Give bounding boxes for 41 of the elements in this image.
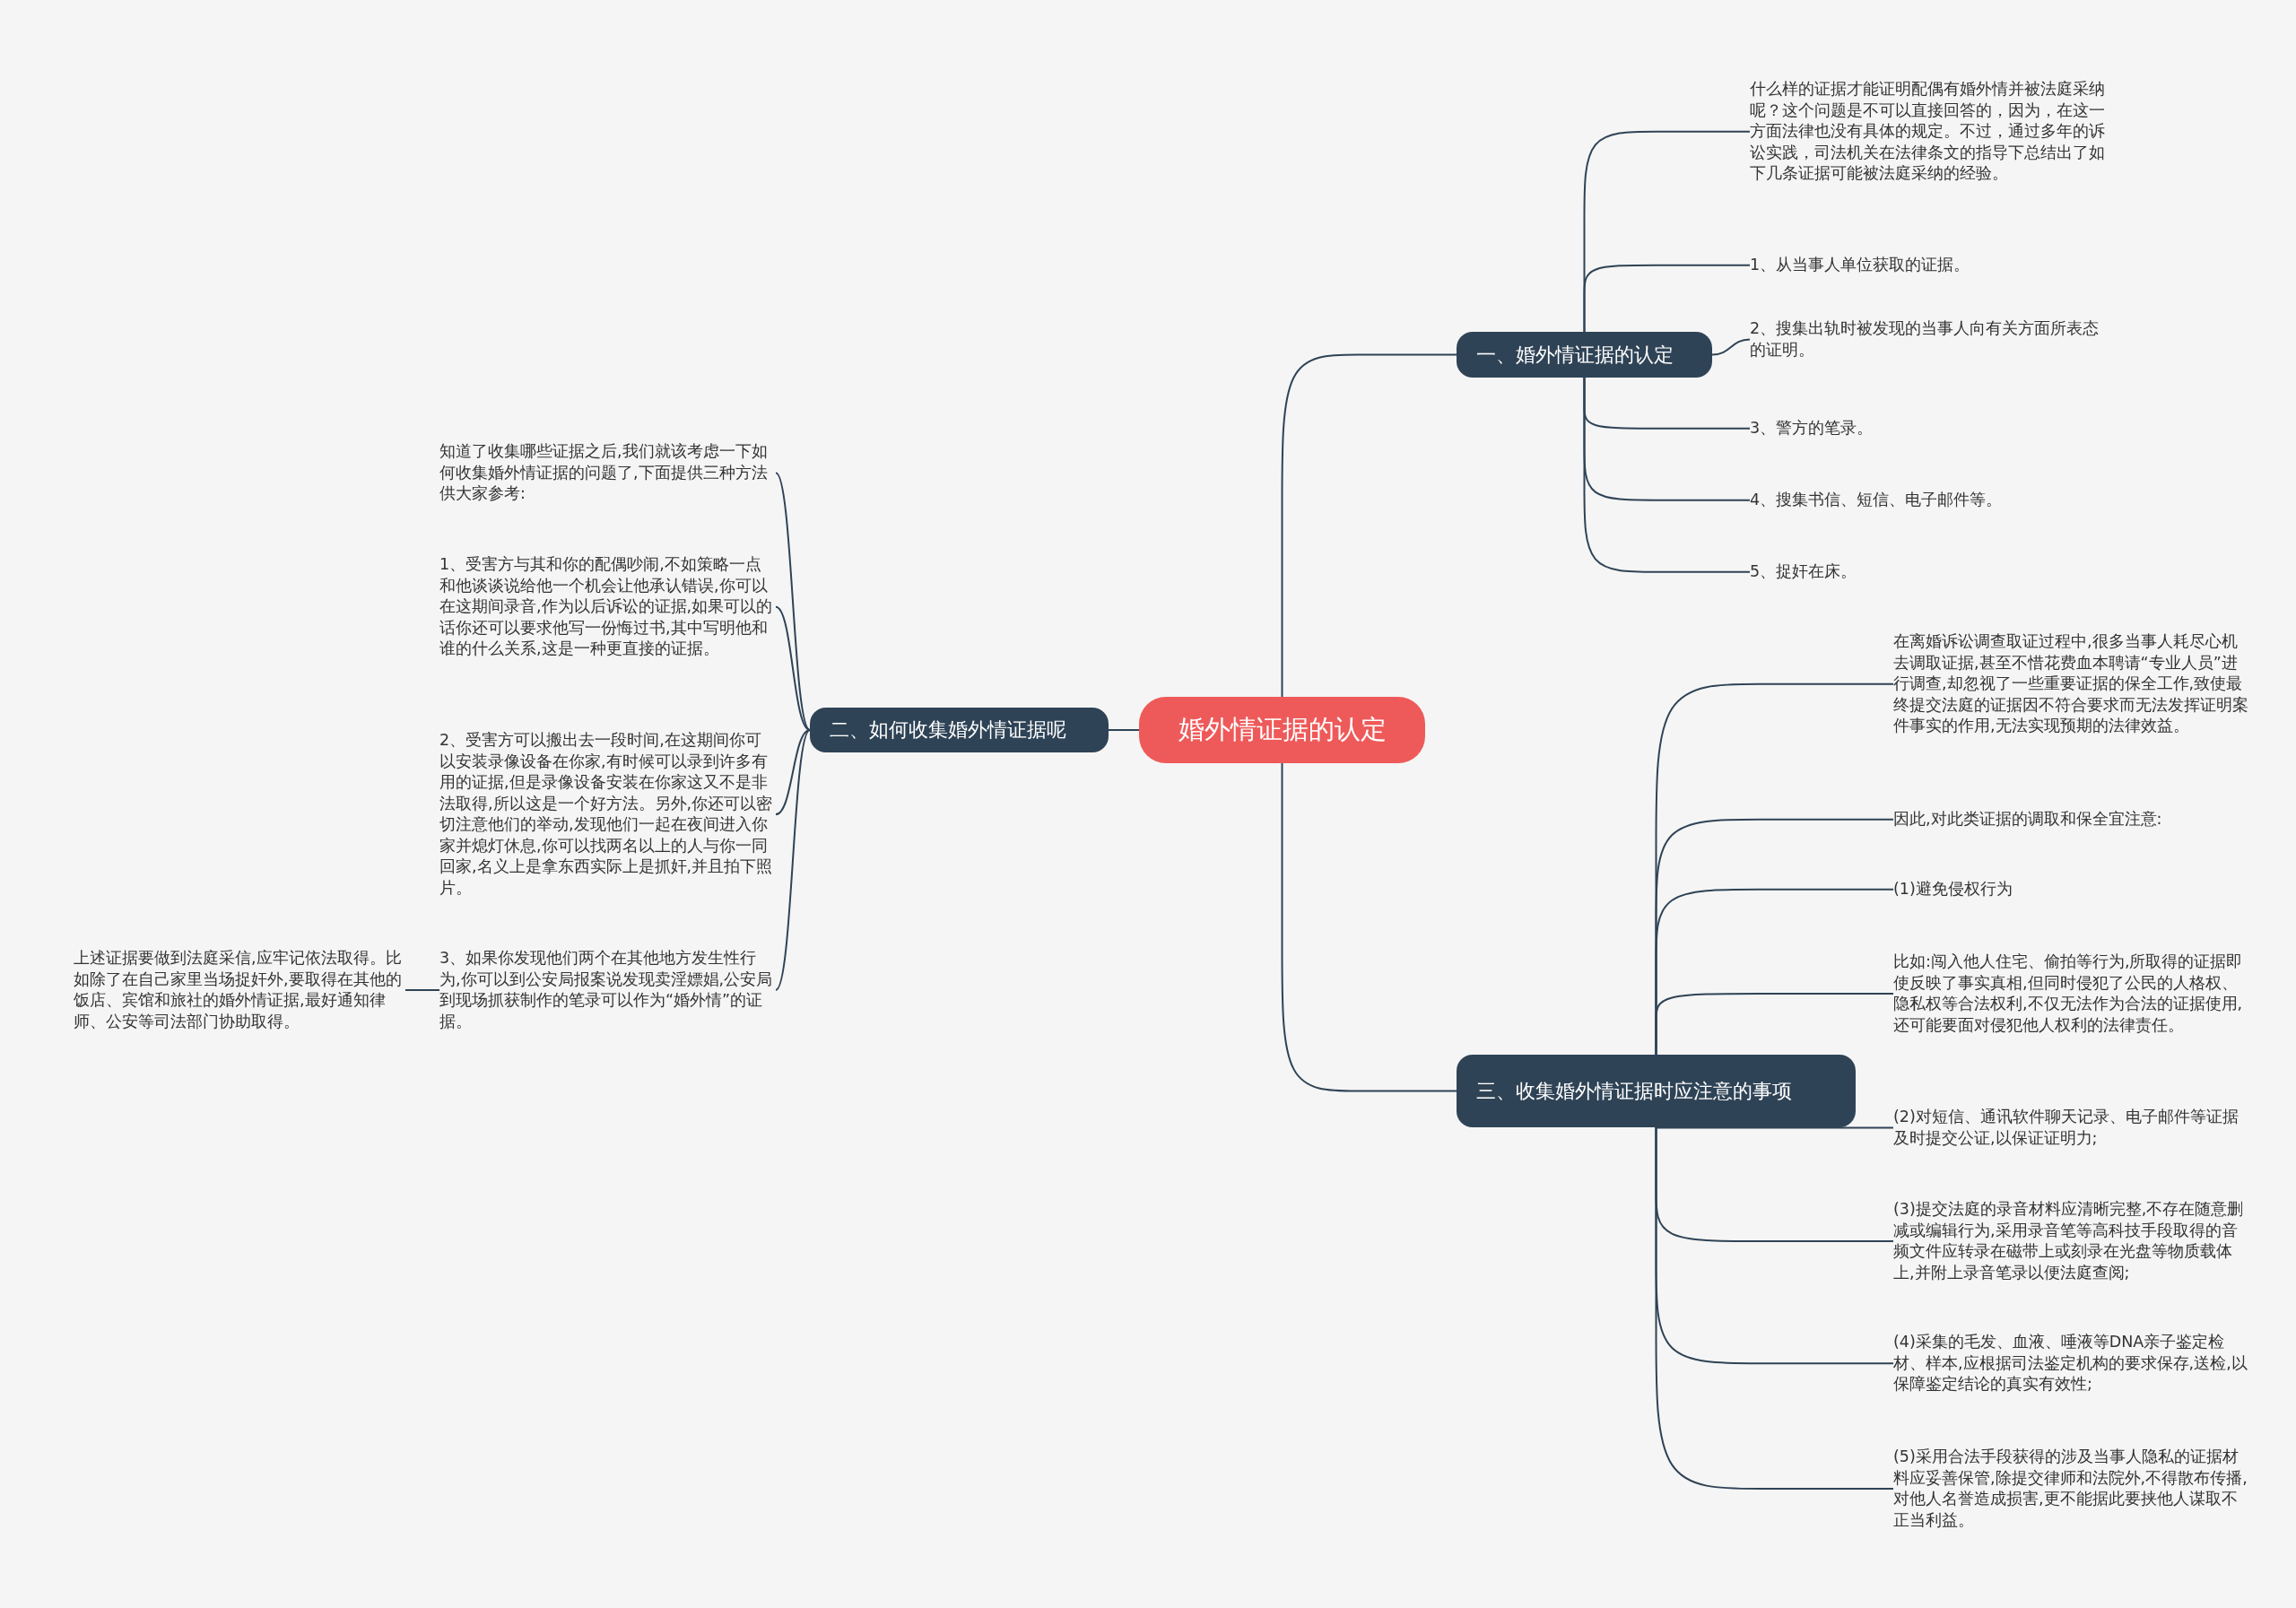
connector-line [404,989,440,991]
connector-line [1583,264,1751,333]
branch-topic [1457,332,1712,378]
topic-note: (3)提交法庭的录音材料应清晰完整,不存在随意删减或编辑行为,采用录音笔等高科技手段取得的音频文件应转录在磁带上或刻录在光盘等物质载体上,并附上录音笔录以便法庭查阅; [1893,1199,2245,1283]
topic-note: 3、警方的笔录。 [1750,418,1874,439]
connector-line [775,605,811,731]
topic-label: 一、婚外情证据的认定 [1476,342,1674,368]
topic-note: 什么样的证据才能证明配偶有婚外情并被法庭采纳呢？这个问题是不可以直接回答的，因为，在这一方面法律也没有具体的规定。不过，通过多年的诉讼实践，司法机关在法律条文的指导下总结出了如下几条证据可能被法庭采纳的经验。 [1750,79,2106,184]
topic-note: 在离婚诉讼调查取证过程中,很多当事人耗尽心机去调取证据,甚至不惜花费血本聘请“专业人员”进行调查,却忽视了一些重要证据的保全工作,致使最终提交法庭的证据因不符合要求而无法发挥证明案件事实的作用,无法实现预期的法律效益。 [1893,631,2249,736]
topic-label: 二、如何收集婚外情证据呢 [830,717,1066,743]
topic-note: (4)采集的毛发、血液、唾液等DNA亲子鉴定检材、样本,应根据司法鉴定机构的要求保存,送检,以保障鉴定结论的真实有效性; [1893,1332,2248,1395]
connector-line [1655,1126,1894,1490]
topic-note: 因此,对此类证据的调取和保全宜注意: [1893,809,2163,830]
topic-note: 1、受害方与其和你的配偶吵闹,不如策略一点和他谈谈说给他一个机会让他承认错误,你可以在这期间录音,作为以后诉讼的证据,如果可以的话你还可以要求他写一份悔过书,其中写明他和谁的什么关系,这是一种更直接的证据。 [439,554,774,659]
connector-line [1281,762,1457,1092]
topic-label: 三、收集婚外情证据时应注意的事项 [1476,1078,1792,1104]
topic-note: 知道了收集哪些证据之后,我们就该考虑一下如何收集婚外情证据的问题了,下面提供三种方法供大家参考: [439,441,769,504]
connector-line [1583,377,1751,573]
topic-note: (2)对短信、通讯软件聊天记录、电子邮件等证据及时提交公证,以保证证明力; [1893,1107,2239,1149]
connector-line [775,729,811,991]
branch-topic [810,708,1109,752]
topic-note: 2、搜集出轨时被发现的当事人向有关方面所表态的证明。 [1750,318,2100,361]
topic-note: 2、受害方可以搬出去一段时间,在这期间你可以安装录像设备在你家,有时候可以录到许多有用的证据,但是录像设备安装在你家这又不是非法取得,所以这是一个好方法。另外,你还可以密切注意他们的举动,发现他们一起在夜间进入你家并熄灯休息,你可以找两名以上的人与你一同回家,名义上是拿东西实际上是抓奸,并且拍下照片。 [439,730,774,899]
topic-note: 比如:闯入他人住宅、偷拍等行为,所取得的证据即使反映了事实真相,但同时侵犯了公民的人格权、隐私权等合法权利,不仅无法作为合法的证据使用,还可能要面对侵犯他人权利的法律责任。 [1893,952,2244,1036]
topic-note: (5)采用合法手段获得的涉及当事人隐私的证据材料应妥善保管,除提交律师和法院外,不得散布传播,对他人名誉造成损害,更不能据此要挟他人谋取不正当利益。 [1893,1447,2248,1531]
topic-note: 3、如果你发现他们两个在其他地方发生性行为,你可以到公安局报案说发现卖淫嫖娼,公安局到现场抓获制作的笔录可以作为“婚外情”的证据。 [439,948,774,1032]
connector-line [775,472,811,731]
connector-line [1711,338,1751,356]
connector-line [1655,1126,1894,1129]
topic-label: 婚外情证据的认定 [1178,713,1387,746]
central-topic [1139,697,1425,763]
connector-line [775,729,811,815]
topic-note: 1、从当事人单位获取的证据。 [1750,255,1971,275]
topic-note: 上述证据要做到法庭采信,应牢记依法取得。比如除了在自己家里当场捉奸外,要取得在其他的饭店、宾馆和旅社的婚外情证据,最好通知律师、公安等司法部门协助取得。 [74,948,403,1032]
topic-note: 4、搜集书信、短信、电子邮件等。 [1750,490,2004,510]
topic-note: (1)避免侵权行为 [1893,879,2013,900]
topic-note: 5、捉奸在床。 [1750,561,1858,582]
connector-line [1281,353,1457,698]
branch-topic [1457,1055,1856,1127]
connector-line [1655,993,1894,1056]
connector-line [1108,729,1140,731]
